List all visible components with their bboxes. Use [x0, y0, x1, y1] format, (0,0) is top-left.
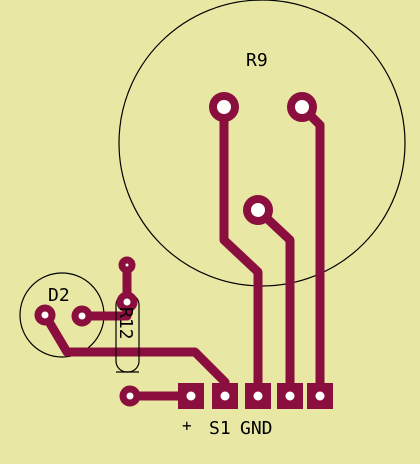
copper-traces [40, 102, 325, 401]
r9-pad-left [209, 92, 239, 122]
r12-pads [116, 256, 141, 407]
d2-pads [34, 304, 93, 327]
r9-pad-right [287, 92, 317, 122]
r9-outline [118, 0, 406, 287]
label-gnd: GND [240, 418, 273, 439]
d2-pad-anode [34, 304, 56, 326]
label-r12: R12 [115, 307, 136, 340]
connector-holes [186, 391, 325, 401]
r12-pad-mid [116, 291, 138, 313]
trace-r9-left-to-s1 [219, 102, 263, 397]
d2-pad-cathode [71, 305, 93, 327]
r9-pads [209, 92, 317, 225]
r9-pad-wiper [243, 195, 273, 225]
label-s1: S1 [209, 418, 231, 439]
r12-pad-bottom [119, 385, 141, 407]
label-d2: D2 [48, 285, 70, 306]
label-r9: R9 [246, 50, 268, 71]
label-plus: + [182, 416, 192, 435]
trace-r9-wiper-to-gnd [253, 205, 295, 397]
trace-r9-right-to-pad5 [297, 102, 325, 397]
r12-pad-top [118, 256, 136, 274]
